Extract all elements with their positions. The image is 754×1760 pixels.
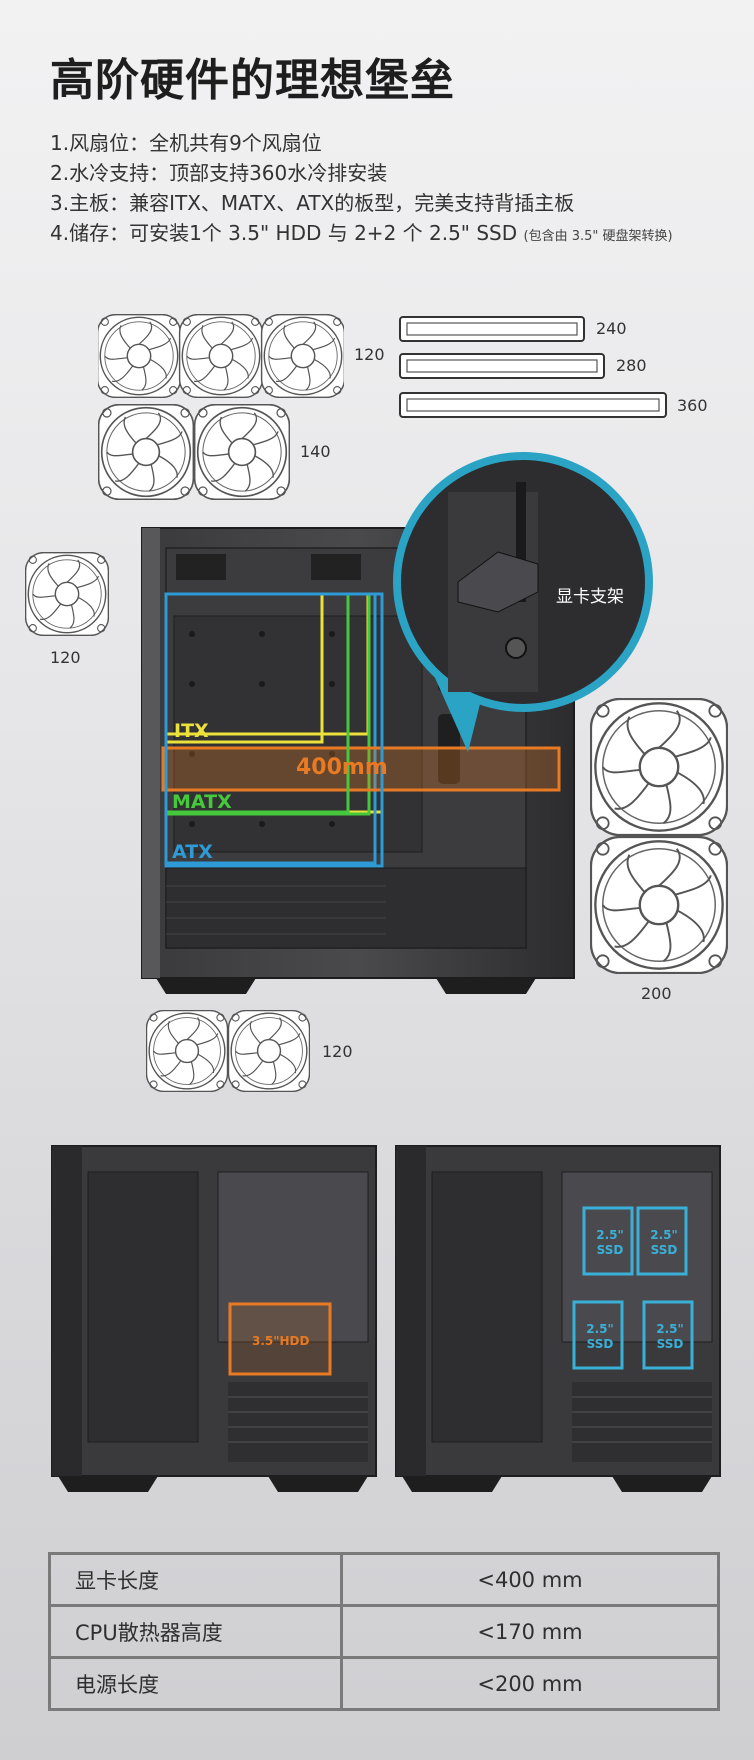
fan-label-bottom-120: 120 xyxy=(322,1042,353,1061)
fan-icon xyxy=(178,314,264,398)
spec-key: CPU散热器高度 xyxy=(48,1604,343,1659)
fan-icon xyxy=(25,552,109,636)
ssd-label-3: 2.5"SSD xyxy=(586,1322,614,1351)
case-side-view xyxy=(141,527,575,994)
table-row: 电源长度 <200 mm xyxy=(48,1656,720,1711)
gpu-bracket-magnifier xyxy=(393,452,653,752)
spec-key: 电源长度 xyxy=(48,1656,343,1711)
top-120-fans xyxy=(98,314,344,398)
case-back-view-hdd xyxy=(51,1145,377,1492)
fan-icon xyxy=(193,404,290,500)
spec-value: <170 mm xyxy=(340,1604,720,1659)
bottom-120-fans xyxy=(146,1010,310,1092)
fan-label-front-200: 200 xyxy=(641,984,672,1003)
fan-icon xyxy=(260,314,344,398)
fan-icon xyxy=(98,314,182,398)
table-row: CPU散热器高度 <170 mm xyxy=(48,1604,720,1659)
gpu-length-label: 400mm xyxy=(296,755,388,780)
board-outlines xyxy=(164,592,384,868)
feature-fans: 1.风扇位：全机共有9个风扇位 xyxy=(50,131,322,155)
itx-label: ITX xyxy=(174,720,209,742)
radiator-label-280: 280 xyxy=(616,356,647,375)
table-row: 显卡长度 <400 mm xyxy=(48,1552,720,1607)
page-title: 高阶硬件的理想堡垒 xyxy=(50,55,455,106)
fan-label-top-120: 120 xyxy=(354,345,385,364)
rear-120-fan xyxy=(25,552,109,636)
ssd-label-1: 2.5"SSD xyxy=(596,1228,624,1257)
gpu-bracket-label: 显卡支架 xyxy=(556,587,624,607)
ssd-label-2: 2.5"SSD xyxy=(650,1228,678,1257)
feature-watercooling: 2.水冷支持：顶部支持360水冷排安装 xyxy=(50,161,388,185)
radiator-label-240: 240 xyxy=(596,319,627,338)
feature-motherboard: 3.主板：兼容ITX、MATX、ATX的板型，完美支持背插主板 xyxy=(50,191,575,215)
spec-value: <200 mm xyxy=(340,1656,720,1711)
ssd-label-4: 2.5"SSD xyxy=(656,1322,684,1351)
fan-icon xyxy=(590,835,728,974)
spec-table: 显卡长度 <400 mm CPU散热器高度 <170 mm 电源长度 <200 … xyxy=(48,1552,720,1711)
fan-icon xyxy=(98,404,195,500)
case-back-view-ssd xyxy=(395,1145,721,1492)
radiator-icons xyxy=(399,316,667,418)
fan-label-top-140: 140 xyxy=(300,442,331,461)
fan-icon xyxy=(146,1010,229,1092)
spec-key: 显卡长度 xyxy=(48,1552,343,1607)
top-140-fans xyxy=(98,404,290,500)
radiator-label-360: 360 xyxy=(677,396,708,415)
fan-icon xyxy=(227,1010,310,1092)
spec-value: <400 mm xyxy=(340,1552,720,1607)
atx-label: ATX xyxy=(172,841,213,863)
hdd-label: 3.5"HDD xyxy=(252,1334,310,1348)
fan-label-rear-120: 120 xyxy=(50,648,81,667)
matx-label: MATX xyxy=(172,791,232,813)
feature-storage: 4.储存：可安装1个 3.5" HDD 与 2+2 个 2.5" SSD (包含… xyxy=(50,221,673,245)
